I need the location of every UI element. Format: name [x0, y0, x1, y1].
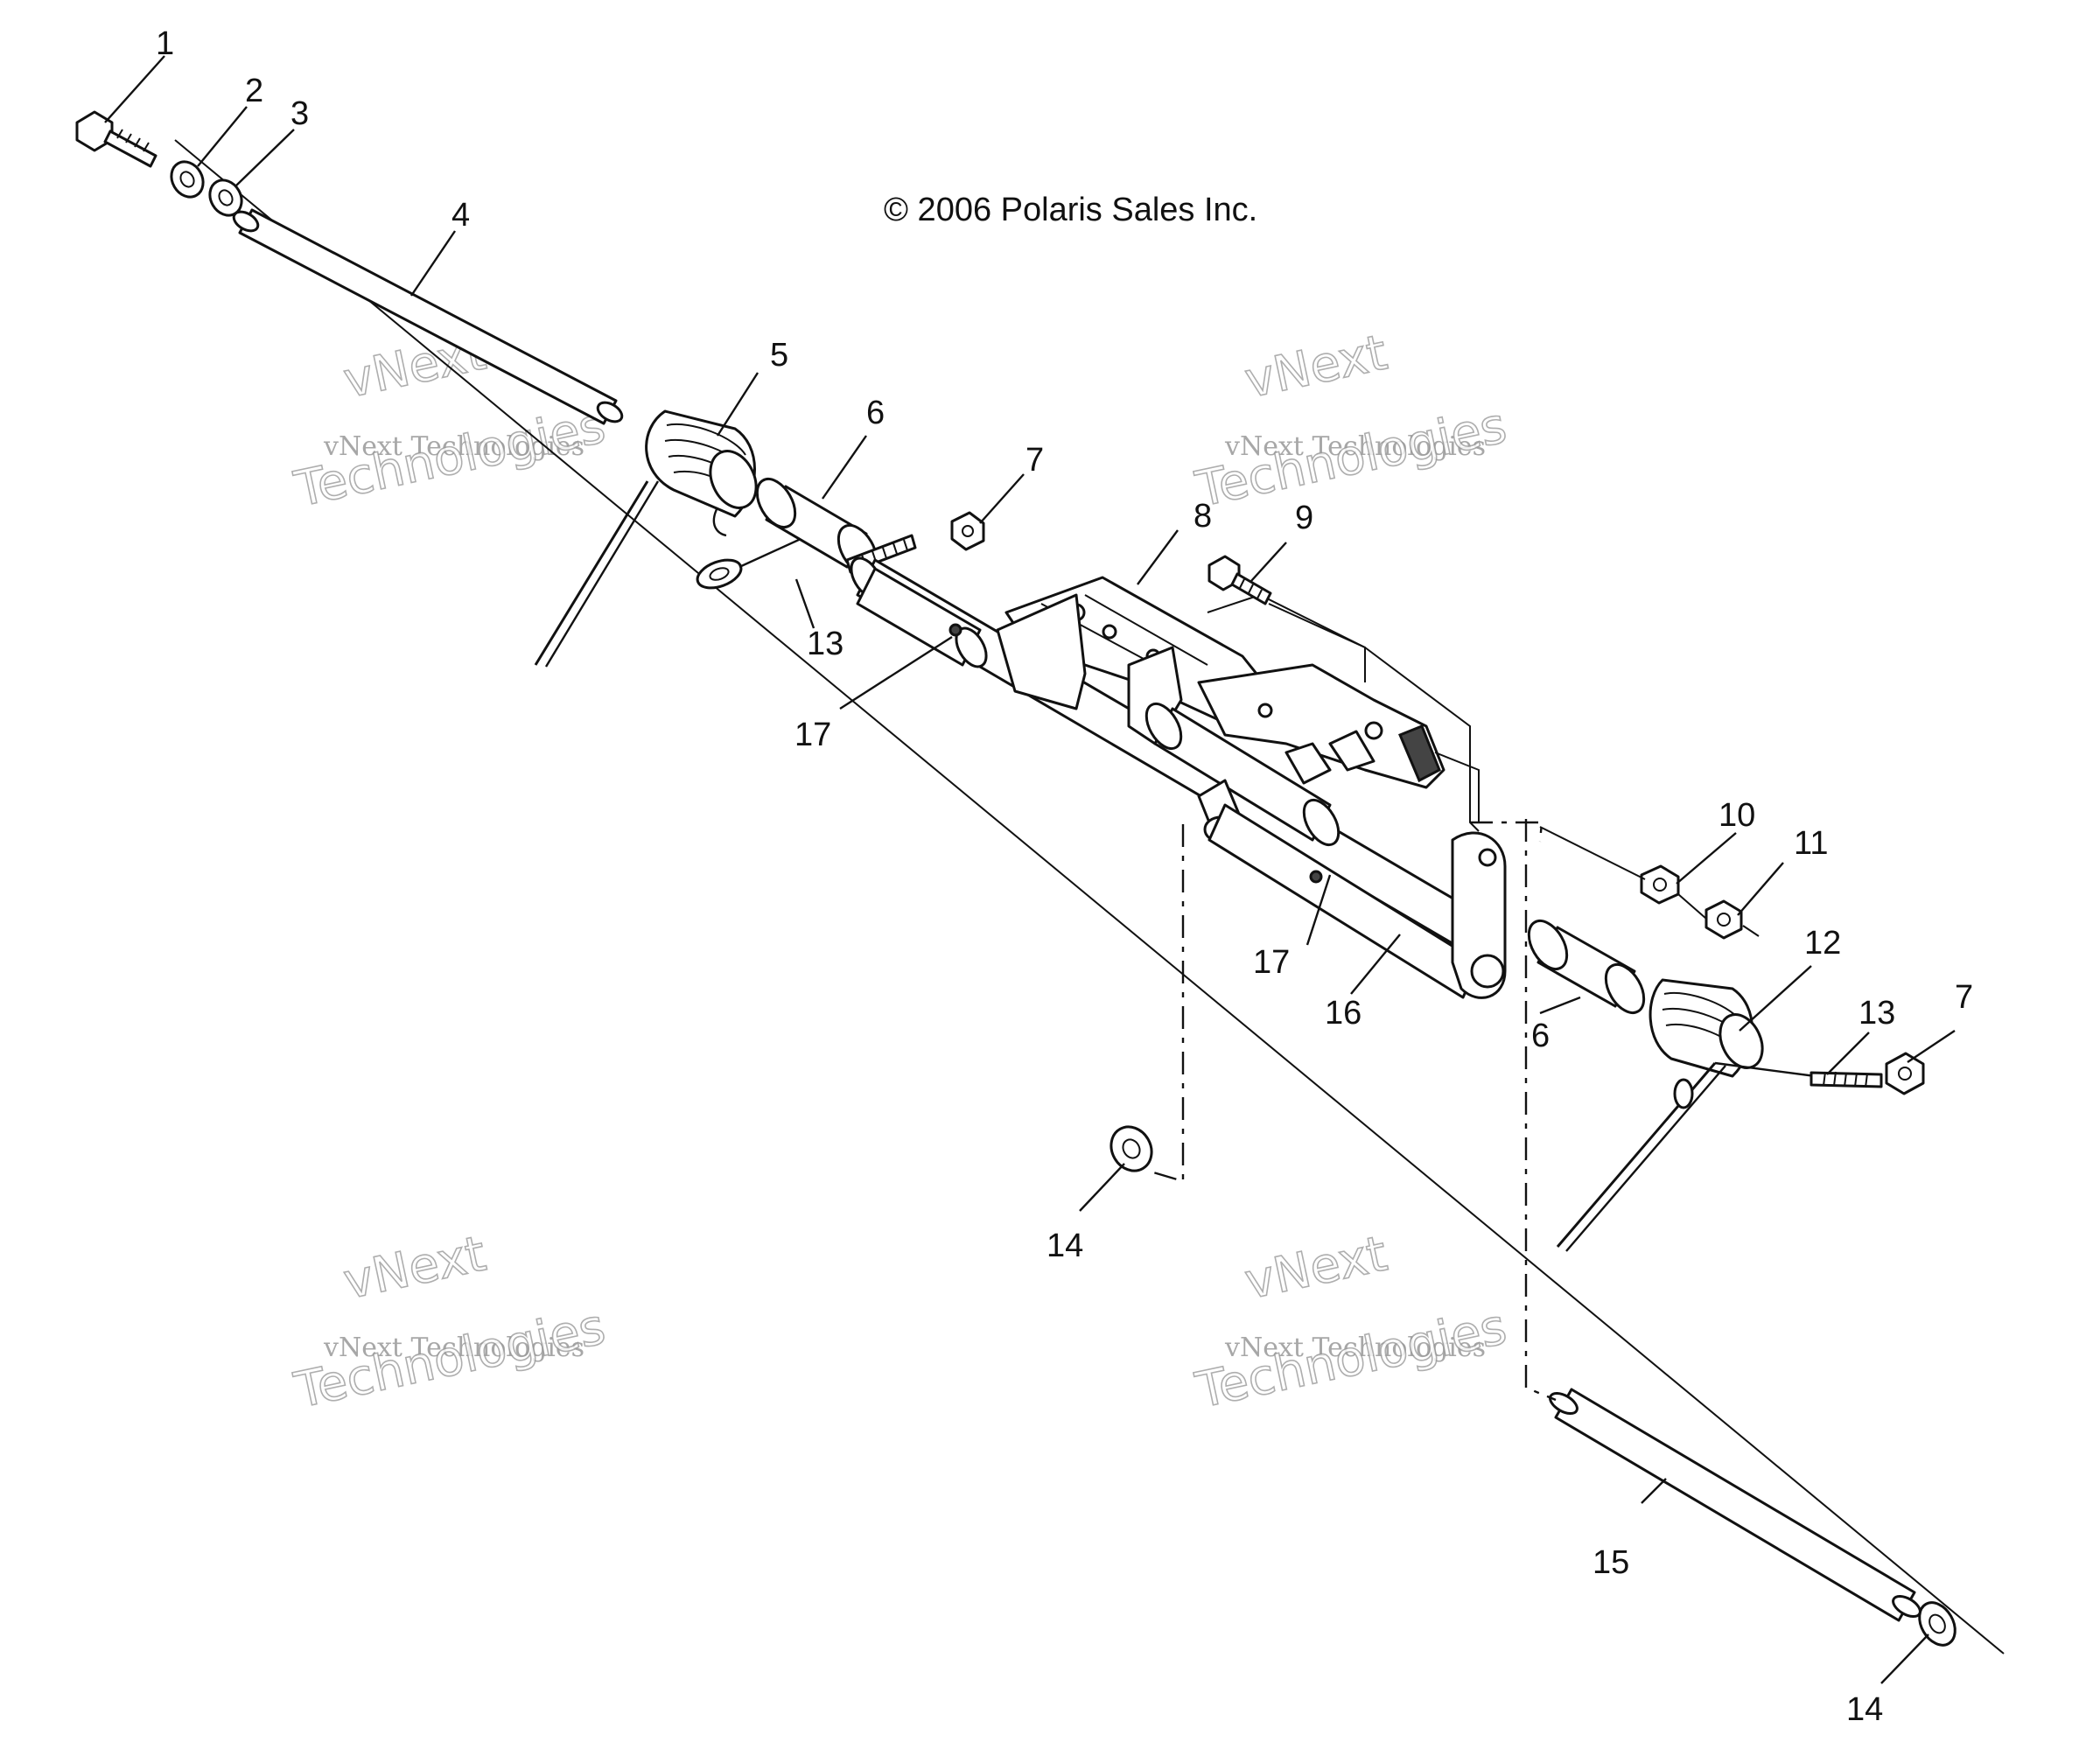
callout-10: 10: [1718, 797, 1755, 834]
callout-7b: 7: [1955, 979, 1973, 1016]
assembly-axis-line: [174, 139, 2005, 1655]
svg-text:Technologies: Technologies: [290, 1298, 610, 1420]
callout-4: 4: [452, 197, 470, 234]
part-grease-fitting-1: [948, 623, 962, 637]
svg-text:vNext Technologies: vNext Technologies: [1224, 1333, 1486, 1363]
callout-2: 2: [245, 73, 263, 109]
svg-text:vNext: vNext: [1240, 1226, 1392, 1312]
callout-14b: 14: [1846, 1691, 1883, 1728]
callout-leaders: [104, 55, 1956, 1684]
callout-16: 16: [1325, 995, 1362, 1032]
callout-17b: 17: [1253, 944, 1290, 981]
part-bolt-9: [1208, 555, 1272, 605]
callout-6: 6: [866, 395, 885, 431]
part-spring-left: [534, 409, 758, 668]
callout-12: 12: [1804, 925, 1841, 962]
copyright-text: © 2006 Polaris Sales Inc.: [884, 192, 1257, 228]
callout-6b: 6: [1531, 1018, 1550, 1054]
part-shaft-bottom: [1549, 1388, 1922, 1622]
leader-nut-11: [1677, 893, 1760, 937]
callout-3: 3: [290, 95, 309, 132]
svg-text:vNext Technologies: vNext Technologies: [323, 431, 584, 462]
part-nut-right: [1885, 1052, 1925, 1095]
svg-text:Technologies: Technologies: [290, 397, 610, 519]
part-grease-fitting-2: [1309, 870, 1323, 884]
svg-text:vNext: vNext: [339, 1226, 491, 1312]
part-bushing-right: [1527, 920, 1646, 1014]
part-nut-10: [1640, 864, 1680, 905]
callout-15: 15: [1592, 1544, 1629, 1581]
part-spring-right: [1556, 978, 1830, 1252]
leader-bolt-9: [1268, 603, 1366, 682]
svg-text:Technologies: Technologies: [1191, 1298, 1511, 1420]
alignment-line-left: [1152, 824, 1185, 1183]
callout-5: 5: [770, 337, 788, 374]
callout-11: 11: [1794, 825, 1828, 862]
leader-nut-10: [1539, 826, 1646, 880]
callout-14: 14: [1046, 1228, 1083, 1264]
callout-7: 7: [1026, 442, 1044, 479]
watermark-top-center: vNext vNext Technologies Technologies: [1190, 324, 1512, 520]
part-washer-2: [170, 160, 205, 199]
callout-8: 8: [1194, 498, 1212, 535]
part-shaft-upper: [232, 208, 624, 425]
part-inner-tube: [856, 567, 988, 668]
callout-17: 17: [794, 717, 831, 753]
watermark-bottom-center: vNext vNext Technologies Technologies: [1190, 1225, 1512, 1421]
callout-13b: 13: [1858, 995, 1895, 1032]
svg-text:vNext: vNext: [1240, 325, 1392, 410]
part-shaft-lower: [1208, 803, 1507, 999]
callout-9: 9: [1295, 500, 1313, 536]
callout-labels: 1 2 3 4 5 6 7 8 9 10 11 12 13 14 15 16 1…: [156, 25, 1973, 1728]
part-nut-upper: [950, 511, 985, 551]
callout-1: 1: [156, 25, 174, 62]
watermark-bottom-left: vNext vNext Technologies Technologies: [289, 1225, 611, 1421]
callout-13: 13: [807, 626, 844, 662]
part-nut-11: [1704, 899, 1743, 940]
part-bolt: [75, 110, 158, 168]
svg-text:vNext Technologies: vNext Technologies: [323, 1333, 584, 1363]
svg-text:vNext Technologies: vNext Technologies: [1224, 431, 1486, 462]
part-washer-14-left: [1110, 1125, 1153, 1172]
alignment-line-right: [1524, 819, 1557, 1402]
svg-text:Technologies: Technologies: [1191, 397, 1511, 519]
